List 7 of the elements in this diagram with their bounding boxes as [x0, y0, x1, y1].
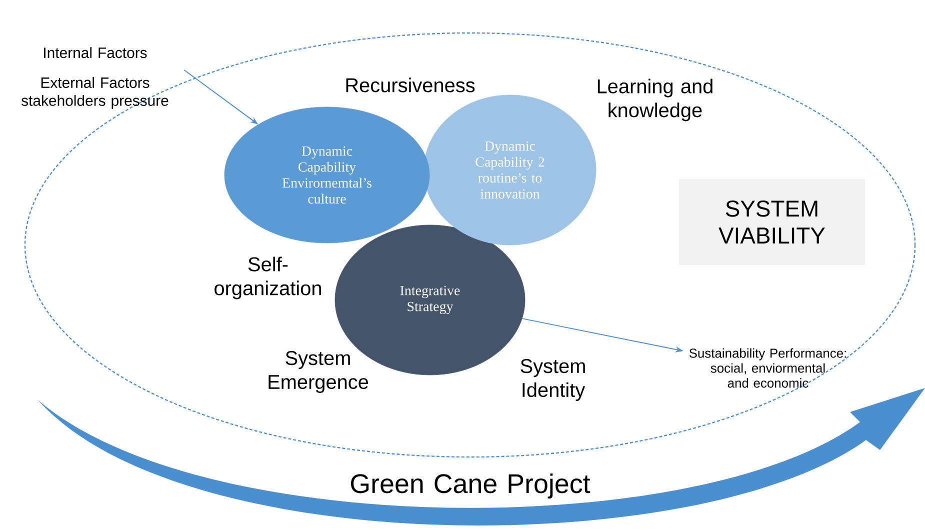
factor-text: Internal Factors External Factors stakeholders pressure [22, 47, 168, 109]
outcome-text: Sustainability Performance: social, enviormental and economic [689, 348, 846, 388]
concept-label: Learning and knowledge [598, 78, 712, 122]
concept-label: Recursiveness [346, 78, 475, 92]
viability-box: SYSTEM VIABILITY [679, 179, 865, 265]
concept-label: Self-organization [214, 256, 321, 300]
concept-label: Green Cane Project [351, 473, 590, 499]
